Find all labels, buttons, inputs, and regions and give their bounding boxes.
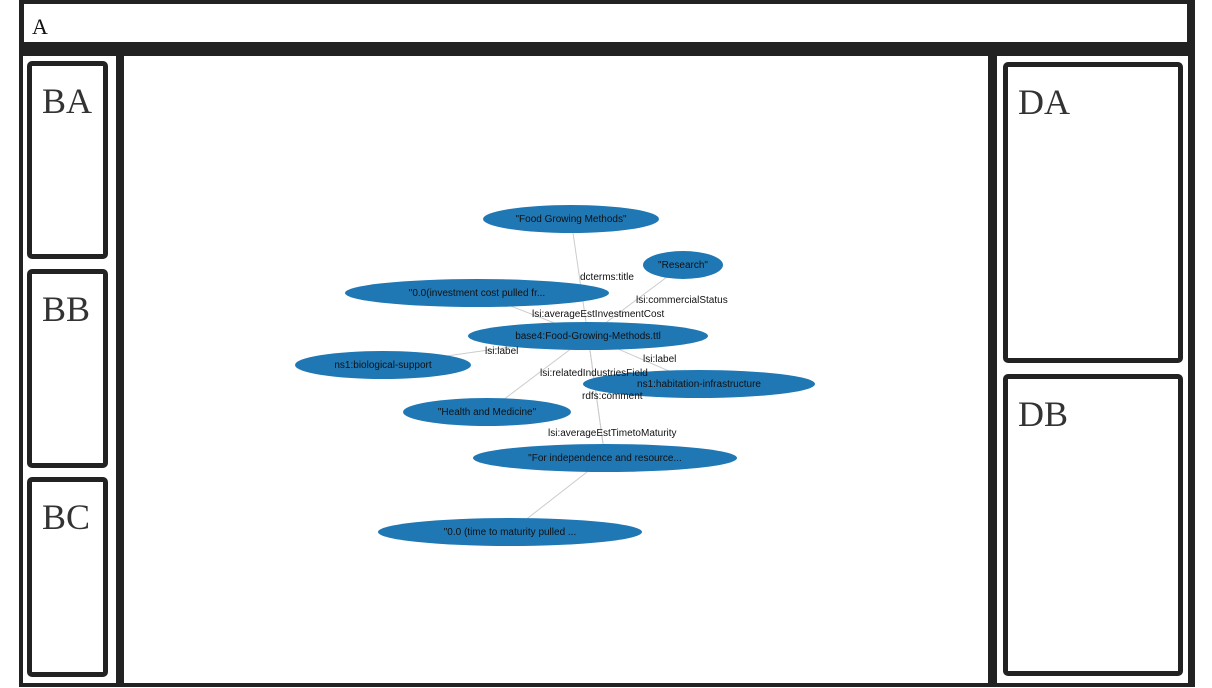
panel-db-label: DB xyxy=(1018,394,1069,434)
graph-node-invest[interactable]: "0.0(investment cost pulled fr... xyxy=(345,279,609,307)
graph-edge-label: lsi:relatedIndustriesField xyxy=(540,368,648,379)
graph-node-shape[interactable] xyxy=(403,398,571,426)
node-layer[interactable]: "Food Growing Methods" "Research" "0.0(inv… xyxy=(295,205,815,546)
graph-node-label: ns1:biological-support xyxy=(334,360,432,371)
graph-node-health[interactable]: "Health and Medicine" xyxy=(403,398,571,426)
graph-node-label: base4:Food-Growing-Methods.ttl xyxy=(515,331,661,342)
graph-node-label: "Health and Medicine" xyxy=(438,407,537,418)
graph-node-shape[interactable] xyxy=(583,370,815,398)
graph-node-fgm[interactable]: "Food Growing Methods" xyxy=(483,205,659,233)
graph-node-research[interactable]: "Research" xyxy=(643,251,723,279)
graph-node-center[interactable]: base4:Food-Growing-Methods.ttl xyxy=(468,322,708,350)
panel-da-label: DA xyxy=(1018,82,1070,122)
graph-node-hab[interactable]: ns1:habitation-infrastructure xyxy=(583,370,815,398)
graph-edge-label: dcterms:title xyxy=(580,272,634,283)
panel-db: DB xyxy=(1003,374,1183,676)
graph-node-label: "0.0(investment cost pulled fr... xyxy=(409,288,545,299)
panel-da: DA xyxy=(1003,62,1183,363)
graph-edge-label: lsi:commercialStatus xyxy=(636,295,728,306)
graph-canvas[interactable]: "Food Growing Methods" "Research" "0.0(inv… xyxy=(124,56,988,683)
graph-edge-label: lsi:label xyxy=(643,354,676,365)
graph-node-indep[interactable]: "For independence and resource... xyxy=(473,444,737,472)
panel-bc-label: BC xyxy=(42,497,91,537)
panel-bb: BB xyxy=(27,269,108,468)
graph-edge-label: rdfs:comment xyxy=(582,391,643,402)
graph-edge-label: lsi:averageEstTimetoMaturity xyxy=(548,428,677,439)
graph-node-label: ns1:habitation-infrastructure xyxy=(637,379,761,390)
panel-bb-label: BB xyxy=(42,289,91,329)
graph-edge xyxy=(570,218,589,337)
graph-node-label: "For independence and resource... xyxy=(528,453,682,464)
graph-edge-label: lsi:label xyxy=(485,346,518,357)
graph-node-label: "0.0 (time to maturity pulled ... xyxy=(444,527,577,538)
graph-node-shape[interactable] xyxy=(473,444,737,472)
graph-node-shape[interactable] xyxy=(345,279,609,307)
graph-edge-label: lsi:averageEstInvestmentCost xyxy=(532,309,665,320)
panel-ba: BA xyxy=(27,61,108,259)
edge-label-layer: dcterms:title lsi:commercialStatus lsi:ave… xyxy=(485,272,728,439)
header-label: A xyxy=(32,14,48,39)
header-panel: A xyxy=(23,3,1188,43)
panel-bc: BC xyxy=(27,477,108,677)
graph-node-shape[interactable] xyxy=(468,322,708,350)
panel-ba-label: BA xyxy=(42,81,93,121)
layout-frame: A BA BB BC "Food Growing Methods" "Resear… xyxy=(19,0,1195,687)
left-column: BA BB BC xyxy=(23,56,116,683)
graph-node-shape[interactable] xyxy=(378,518,642,546)
graph-node-shape[interactable] xyxy=(643,251,723,279)
right-column: DA DB xyxy=(997,56,1188,683)
graph-node-shape[interactable] xyxy=(295,351,471,379)
graph-edge xyxy=(587,335,606,459)
graph-node-label: "Research" xyxy=(658,260,708,271)
graph-node-label: "Food Growing Methods" xyxy=(515,214,626,225)
graph-svg[interactable]: "Food Growing Methods" "Research" "0.0(inv… xyxy=(124,56,988,683)
graph-node-shape[interactable] xyxy=(483,205,659,233)
graph-node-bio[interactable]: ns1:biological-support xyxy=(295,351,471,379)
graph-node-time[interactable]: "0.0 (time to maturity pulled ... xyxy=(378,518,642,546)
